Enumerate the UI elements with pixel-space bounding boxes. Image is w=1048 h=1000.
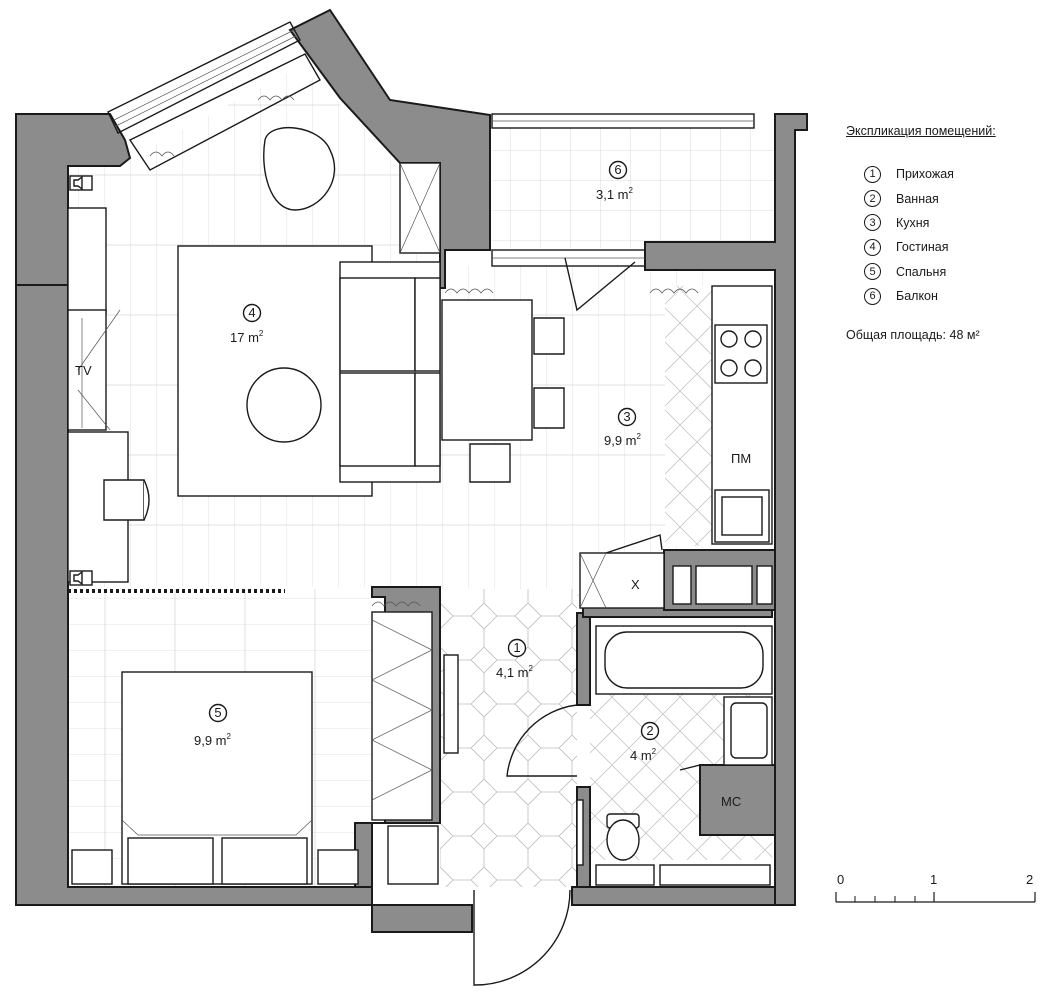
legend-item: 4 Гостиная: [846, 235, 1042, 259]
legend-item: 2 Ванная: [846, 186, 1042, 210]
scale-ruler: [835, 892, 1036, 903]
room-marker-1: 1 4,1 m2: [496, 638, 534, 680]
speaker-icon: [69, 570, 93, 586]
scale-bar: 0 1 2: [833, 872, 1043, 908]
svg-text:1: 1: [513, 640, 520, 655]
room-marker-4: 4 17 m2: [230, 303, 264, 345]
legend-title: Экспликация помещений:: [846, 124, 996, 138]
legend-item-number: 5: [864, 263, 881, 281]
speaker-icon: [69, 175, 93, 191]
svg-text:9,9 m2: 9,9 m2: [194, 732, 232, 748]
svg-text:17 m2: 17 m2: [230, 329, 264, 345]
svg-text:3,1 m2: 3,1 m2: [596, 186, 634, 202]
svg-text:9,9 m2: 9,9 m2: [604, 432, 642, 448]
legend-item: 1 Прихожая: [846, 162, 1042, 186]
legend-item-number: 2: [864, 190, 881, 208]
fridge-label: X: [631, 577, 640, 592]
floor-plan: TV X ПМ МС 1 4,1 m2 2 4 m2 3 9,9 m2 4 17…: [15, 8, 808, 986]
legend-item-number: 1: [864, 165, 881, 183]
svg-text:3: 3: [623, 409, 630, 424]
washer-label: МС: [721, 794, 741, 809]
legend-item: 5 Спальня: [846, 260, 1042, 284]
doors: [473, 257, 701, 986]
svg-text:2: 2: [646, 723, 653, 738]
room-marker-3: 3 9,9 m2: [604, 407, 642, 448]
living-furniture: [67, 126, 565, 583]
room-legend: Экспликация помещений: 1 Прихожая 2 Ванн…: [846, 124, 1042, 342]
legend-item-label: Гостиная: [896, 240, 949, 255]
room-marker-6: 6 3,1 m2: [596, 160, 634, 202]
room-marker-2: 2 4 m2: [630, 721, 660, 763]
legend-item-label: Ванная: [896, 191, 939, 206]
scale-tick-label: 2: [1026, 872, 1034, 887]
legend-item-label: Спальня: [896, 264, 947, 279]
curtains: [68, 95, 699, 607]
svg-text:4,1 m2: 4,1 m2: [496, 664, 534, 680]
scale-tick-label: 0: [837, 872, 845, 887]
legend-item-label: Кухня: [896, 215, 930, 230]
legend-item-number: 6: [864, 287, 881, 305]
legend-item: 6 Балкон: [846, 284, 1042, 308]
legend-item-label: Прихожая: [896, 167, 954, 182]
svg-text:6: 6: [614, 162, 621, 177]
legend-item-label: Балкон: [896, 289, 938, 304]
legend-item-number: 3: [864, 214, 881, 232]
kitchen-units: [579, 285, 773, 609]
bathroom-fixtures: [595, 625, 773, 886]
total-area: Общая площадь: 48 м²: [846, 328, 980, 343]
bedroom-furniture: [71, 611, 584, 885]
legend-item: 3 Кухня: [846, 211, 1042, 235]
svg-text:5: 5: [214, 705, 221, 720]
scale-tick-label: 1: [930, 872, 938, 887]
svg-text:4 m2: 4 m2: [630, 747, 657, 763]
room-marker-5: 5 9,9 m2: [194, 703, 232, 748]
windows: [107, 21, 755, 267]
legend-item-number: 4: [864, 238, 881, 256]
dishwasher-label: ПМ: [731, 451, 751, 466]
floors: [68, 66, 777, 887]
svg-text:4: 4: [248, 305, 255, 320]
tv-label: TV: [75, 363, 92, 378]
